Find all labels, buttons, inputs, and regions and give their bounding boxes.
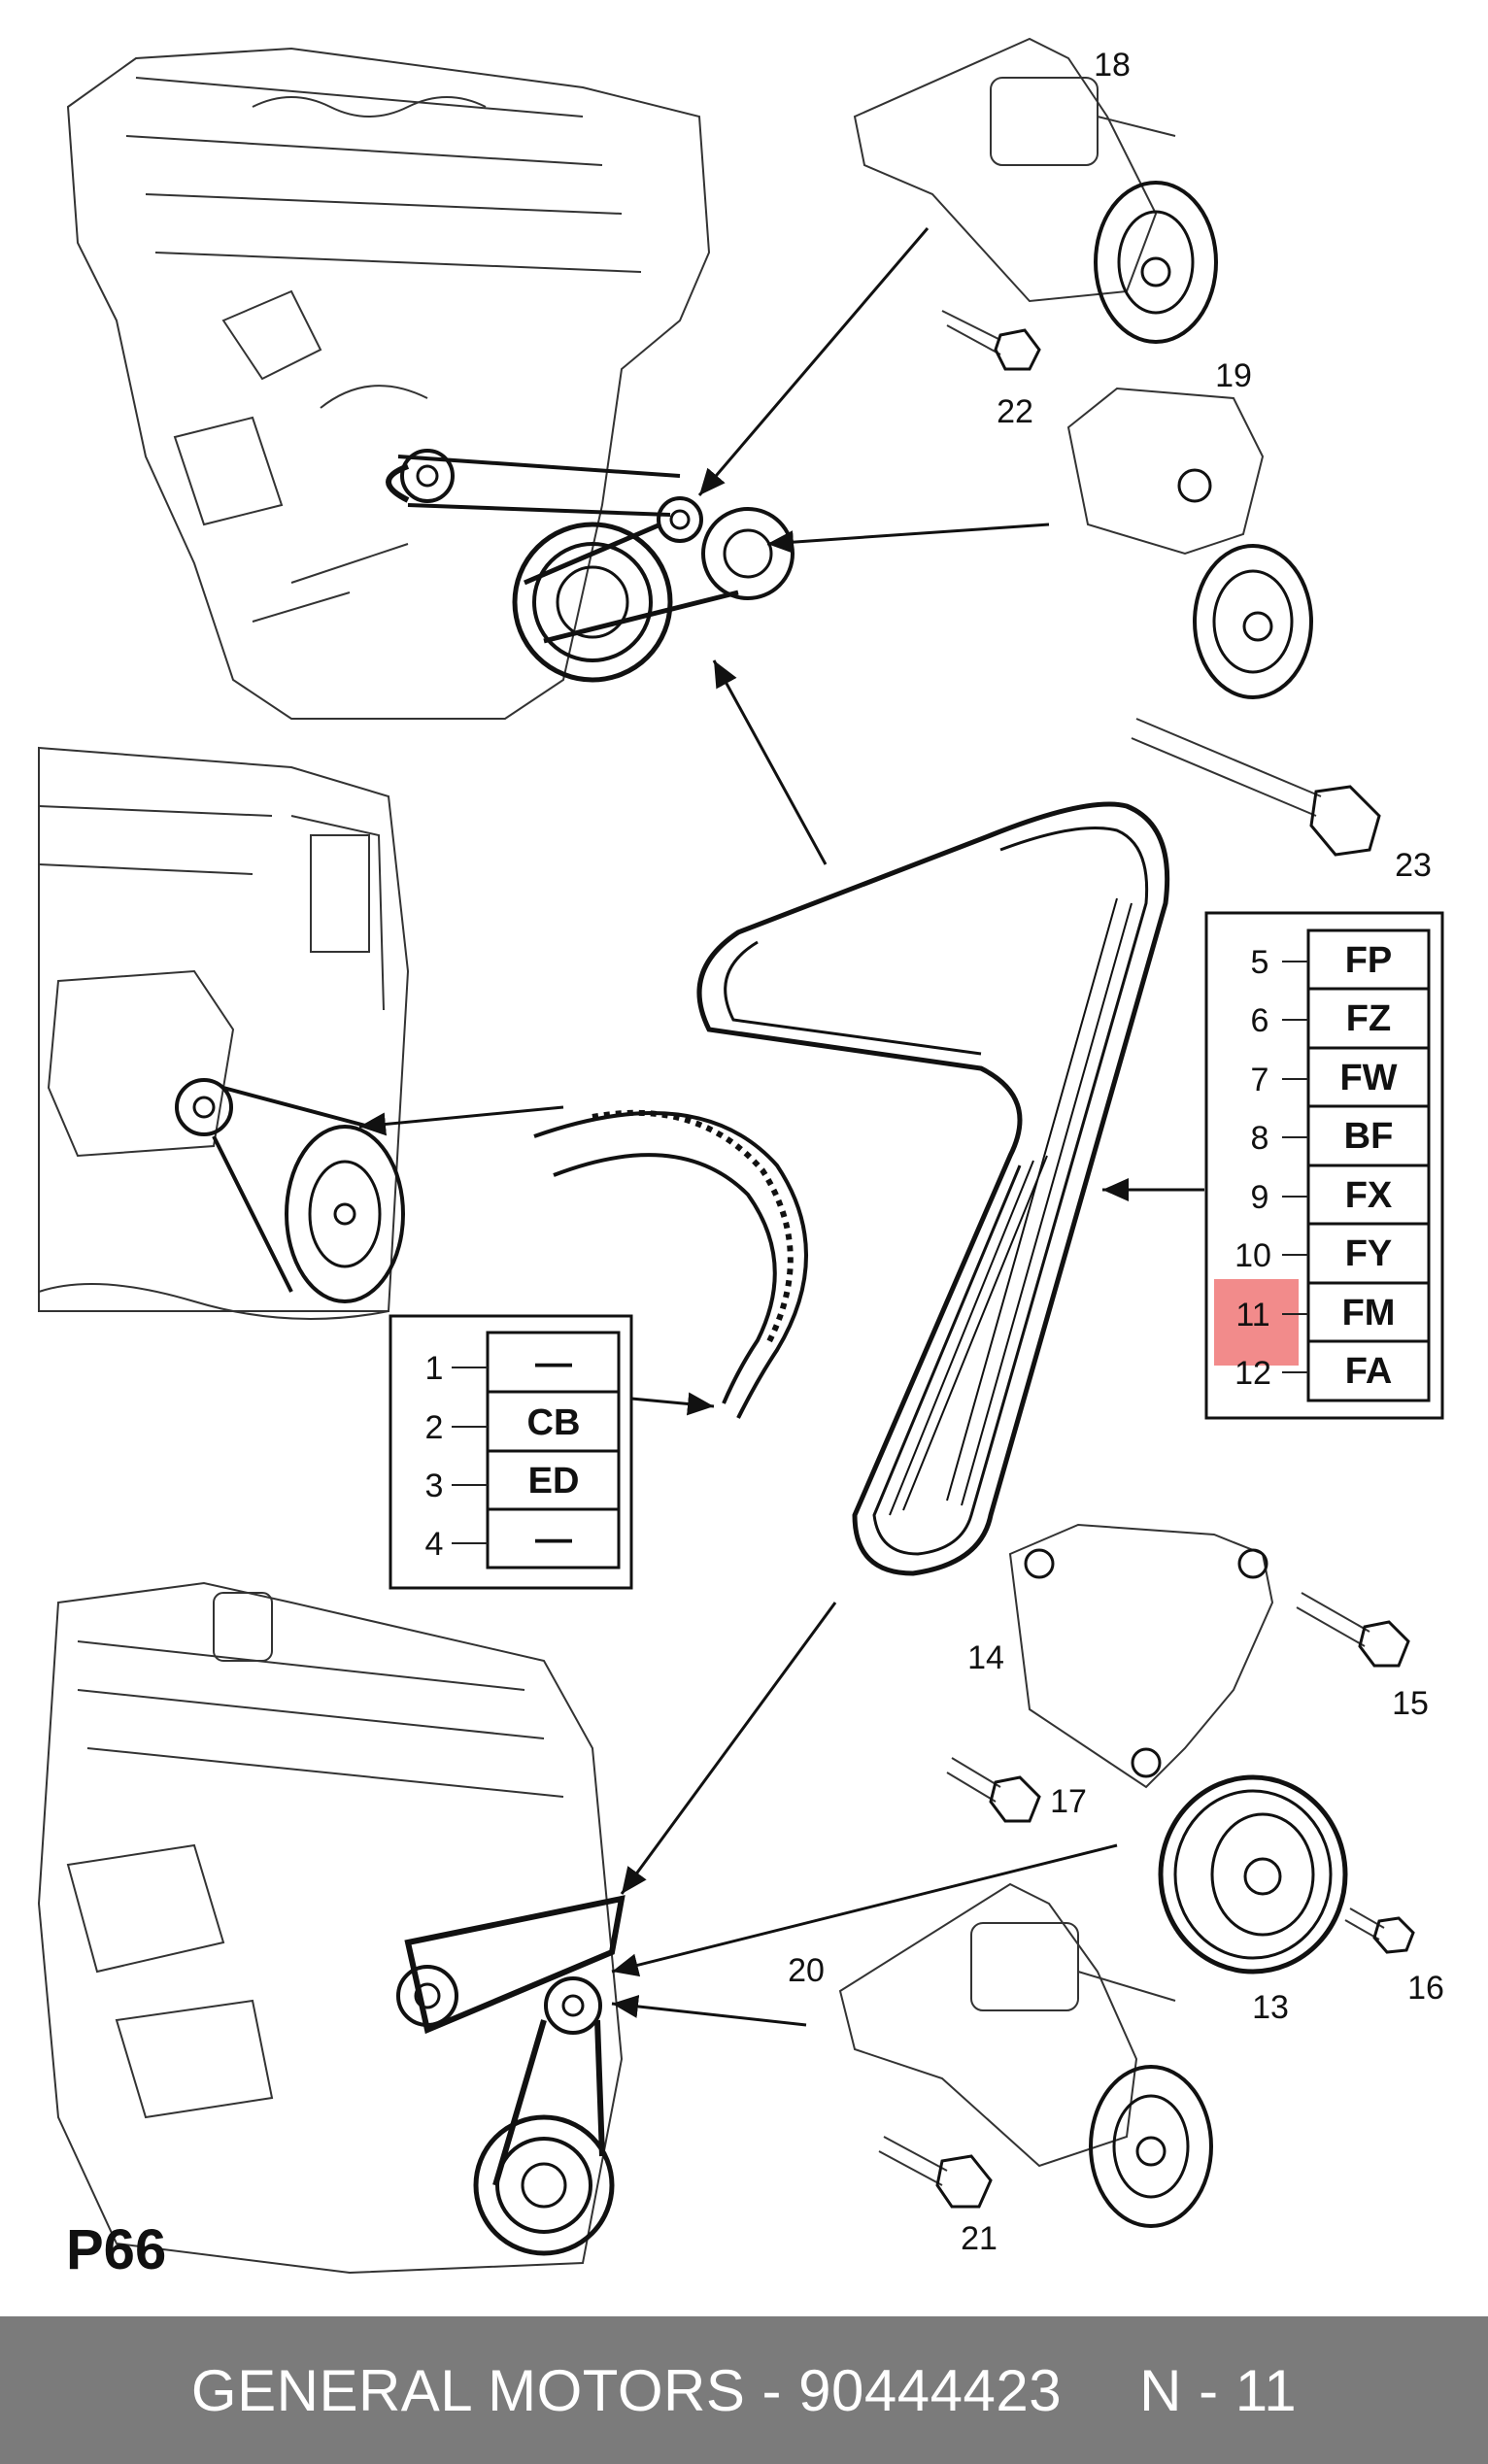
belt-code-row-4: — — [535, 1519, 572, 1560]
highlight-row-11 — [1214, 1279, 1299, 1366]
callout-20: 20 — [788, 1952, 825, 1989]
belt-code-row-10: FY — [1345, 1233, 1393, 1274]
pulley-13-illustration — [1158, 1774, 1348, 1975]
callout-8: 8 — [1251, 1120, 1269, 1157]
pointer-arrows — [358, 227, 1204, 2027]
callout-12: 12 — [1234, 1355, 1271, 1392]
bolt-21-illustration — [878, 2136, 993, 2209]
belt-code-row-9: FX — [1345, 1175, 1393, 1216]
bolt-23-illustration — [1131, 718, 1381, 857]
toothed-belt-illustration — [533, 1109, 808, 1419]
bolt-15-illustration — [1296, 1592, 1410, 1668]
callout-23: 23 — [1395, 847, 1432, 884]
tensioner-19-illustration — [1066, 387, 1313, 699]
callout-22: 22 — [997, 393, 1033, 430]
bolt-16-illustration — [1344, 1907, 1415, 1954]
callout-14: 14 — [967, 1639, 1004, 1676]
footer-bar: GENERAL MOTORS - 90444423 N - 11 — [0, 2316, 1488, 2464]
callout-19: 19 — [1215, 357, 1252, 394]
callout-9: 9 — [1251, 1179, 1269, 1216]
callout-7: 7 — [1251, 1062, 1269, 1098]
tensioner-20-illustration — [838, 1882, 1213, 2228]
callout-18: 18 — [1094, 47, 1131, 84]
toothed-belt-table: 1 2 3 4 — CB ED — — [389, 1314, 633, 1590]
bracket-14-illustration — [1008, 1523, 1274, 1789]
callout-13: 13 — [1252, 1989, 1289, 2026]
tensioner-18-illustration — [853, 37, 1218, 344]
page-label: P66 — [66, 2218, 166, 2281]
bolt-17-illustration — [946, 1757, 1041, 1823]
engine-top-illustration — [66, 47, 795, 720]
callout-5: 5 — [1251, 944, 1269, 981]
belt-code-row-1: — — [535, 1343, 572, 1384]
belt-code-row-7: FW — [1339, 1058, 1397, 1098]
callout-3: 3 — [425, 1468, 444, 1504]
part-callouts: 18 22 19 23 14 15 17 16 13 20 21 — [788, 47, 1444, 2257]
belt-code-row-3: ED — [528, 1461, 580, 1502]
belt-code-row-6: FZ — [1346, 998, 1391, 1039]
ribbed-belt-table: 5 6 7 8 9 10 11 12 FP FZ FW BF FX FY FM … — [1204, 911, 1444, 1420]
callout-21: 21 — [961, 2220, 998, 2257]
callout-16: 16 — [1407, 1970, 1444, 2007]
callout-10: 10 — [1234, 1237, 1271, 1274]
callout-2: 2 — [425, 1409, 444, 1446]
bolt-22-illustration — [941, 310, 1041, 371]
footer-position-text: N - 11 — [1139, 2357, 1298, 2423]
parts-diagram: 1 2 3 4 — CB ED — 5 6 7 8 9 10 11 12 — [37, 37, 1444, 2281]
footer-part-text: GENERAL MOTORS - 90444423 — [190, 2357, 1063, 2423]
callout-1: 1 — [425, 1350, 444, 1387]
alternator-illustration — [38, 746, 410, 1320]
callout-11: 11 — [1235, 1297, 1269, 1333]
callout-17: 17 — [1050, 1783, 1087, 1820]
engine-bottom-illustration — [37, 1581, 626, 2275]
belt-code-row-2: CB — [527, 1402, 581, 1443]
callout-4: 4 — [425, 1526, 444, 1563]
ribbed-belt-illustration — [696, 801, 1170, 1576]
callout-15: 15 — [1392, 1685, 1429, 1722]
belt-code-row-8: BF — [1344, 1116, 1394, 1157]
belt-code-row-11: FM — [1342, 1293, 1396, 1333]
belt-code-row-5: FP — [1345, 940, 1393, 981]
belt-code-row-12: FA — [1345, 1351, 1393, 1392]
callout-6: 6 — [1251, 1002, 1269, 1039]
